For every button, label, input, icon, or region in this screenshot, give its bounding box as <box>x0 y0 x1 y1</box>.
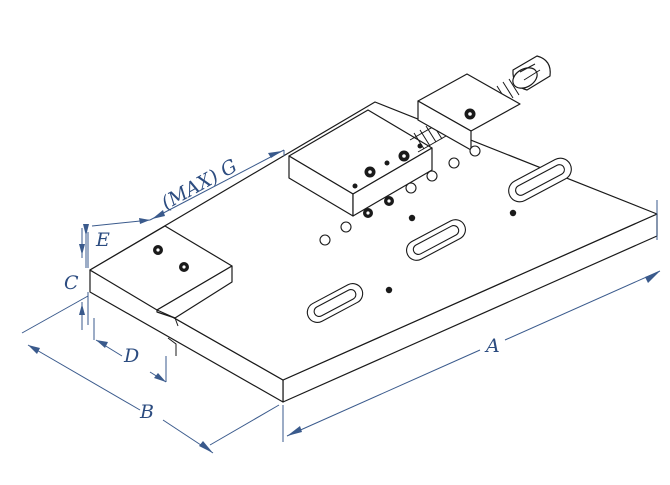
dimension-b: B <box>21 295 280 454</box>
movable-jaw <box>288 109 433 217</box>
vise-base <box>89 101 658 403</box>
label-e: E <box>95 229 110 251</box>
dimension-a: A <box>282 200 661 442</box>
dimension-c: C <box>64 228 89 330</box>
label-d: D <box>123 345 139 367</box>
top-slots <box>306 157 572 323</box>
label-c: C <box>64 272 79 294</box>
slot-left <box>306 283 364 323</box>
screw-thread-front <box>413 122 443 150</box>
top-holes <box>319 145 517 294</box>
screw-knob <box>512 55 551 91</box>
dimension-d: D <box>93 318 167 383</box>
fixed-jaw <box>89 225 233 356</box>
slot-middle <box>406 219 466 261</box>
slot-right <box>508 157 572 203</box>
label-b: B <box>139 401 154 423</box>
dimension-e: E <box>83 218 151 268</box>
label-a: A <box>484 335 500 357</box>
